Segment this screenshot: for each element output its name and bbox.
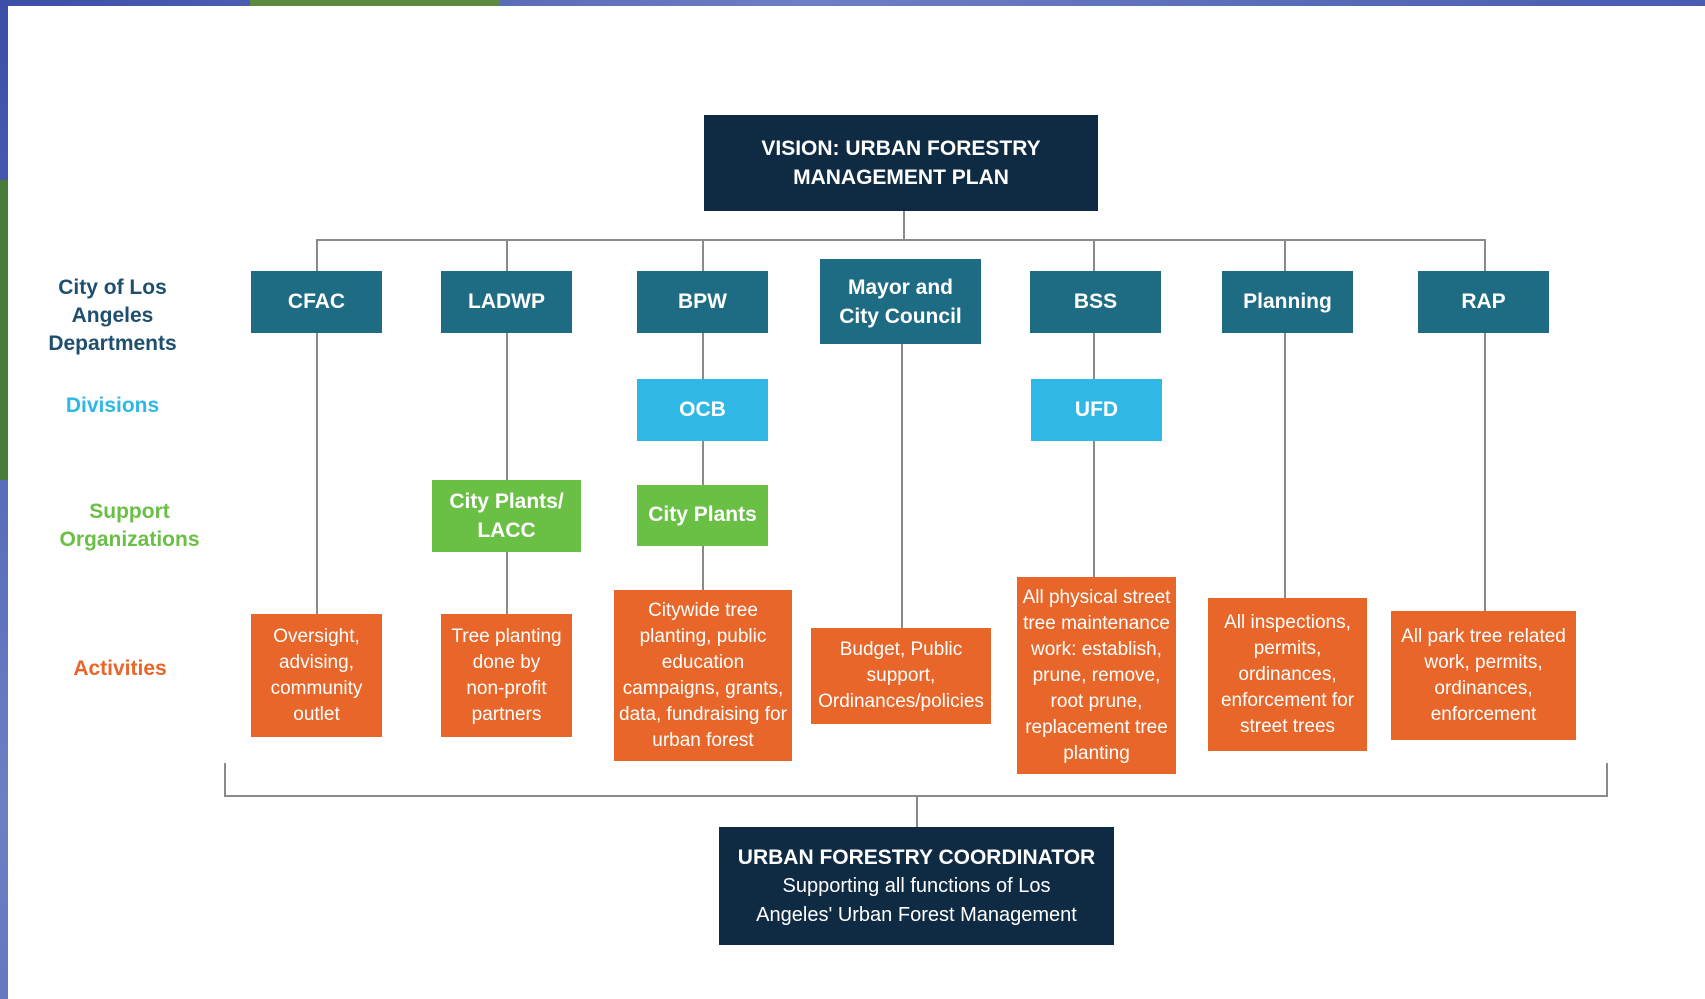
connector-cfac-top [316, 239, 318, 271]
activity-rap: All park tree related work, permits, ord… [1391, 611, 1576, 740]
connector-mayor-down [901, 344, 903, 628]
coordinator-title: URBAN FORESTRY COORDINATOR [737, 845, 1096, 869]
department-bpw-label: BPW [678, 289, 727, 313]
activity-bpw-text: Citywide tree planting, public education… [619, 599, 787, 751]
connector-bss-down [1093, 333, 1095, 379]
department-cfac: CFAC [251, 271, 382, 333]
department-cfac-label: CFAC [287, 289, 346, 313]
row-label-support: Support Organizations [59, 500, 200, 551]
vision-title: VISION: URBAN FORESTRY MANAGEMENT PLAN [761, 137, 1041, 189]
connector-planning-top [1284, 239, 1286, 271]
connector-ocb-down [702, 441, 704, 485]
connector-rap-top [1484, 239, 1486, 271]
row-label-divisions: Divisions [65, 394, 160, 417]
support-city-plants-label: City Plants [648, 503, 757, 527]
row-label-departments: City of Los Angeles Departments [48, 276, 177, 355]
connector-ladwp-down [506, 333, 508, 480]
connector-bottom-left-tick [224, 763, 226, 797]
support-city-plants-lacc: City Plants/ LACC [432, 480, 581, 552]
department-mayor-label: Mayor and City Council [839, 275, 962, 328]
support-city-plants-lacc-label: City Plants/ LACC [449, 490, 564, 542]
department-rap-label: RAP [1461, 289, 1506, 313]
connector-ladwp-support-down [506, 552, 508, 614]
department-ladwp-label: LADWP [468, 289, 545, 313]
vision-box: VISION: URBAN FORESTRY MANAGEMENT PLAN [704, 115, 1098, 211]
division-ufd: UFD [1031, 379, 1162, 441]
division-ocb: OCB [637, 379, 768, 441]
activity-mayor-text: Budget, Public support, Ordinances/polic… [818, 639, 984, 712]
department-bss: BSS [1030, 271, 1161, 333]
row-label-activities: Activities [73, 657, 167, 680]
connector-ufd-down [1093, 441, 1095, 577]
connector-top-bus [316, 239, 1486, 241]
department-planning-label: Planning [1243, 289, 1332, 313]
division-ocb-label: OCB [679, 397, 726, 421]
activity-cfac-text: Oversight, advising, community outlet [270, 625, 363, 725]
connector-bpw-top [702, 239, 704, 271]
coordinator-box: URBAN FORESTRY COORDINATOR Supporting al… [719, 827, 1114, 945]
activity-cfac: Oversight, advising, community outlet [251, 614, 382, 737]
background-foliage-left [0, 180, 8, 480]
activity-mayor: Budget, Public support, Ordinances/polic… [811, 628, 991, 724]
connector-ladwp-top [506, 239, 508, 271]
activity-rap-text: All park tree related work, permits, ord… [1401, 625, 1566, 725]
activity-ladwp: Tree planting done by non-profit partner… [441, 614, 572, 737]
department-bpw: BPW [637, 271, 768, 333]
connector-cfac-down [316, 333, 318, 614]
department-mayor: Mayor and City Council [820, 259, 981, 344]
activity-bss: All physical street tree maintenance wor… [1017, 577, 1176, 774]
department-planning: Planning [1222, 271, 1353, 333]
connector-rap-down [1484, 333, 1486, 611]
connector-bss-top [1093, 239, 1095, 271]
support-city-plants: City Plants [637, 485, 768, 546]
activity-planning-text: All inspections, permits, ordinances, en… [1220, 611, 1355, 737]
department-bss-label: BSS [1073, 289, 1118, 313]
connector-bpw-down [702, 333, 704, 379]
coordinator-subtitle: Supporting all functions of Los Angeles'… [756, 874, 1077, 926]
connector-planning-down [1284, 333, 1286, 598]
department-ladwp: LADWP [441, 271, 572, 333]
connector-coordinator-up [916, 795, 918, 827]
activity-bss-text: All physical street tree maintenance wor… [1022, 586, 1171, 764]
division-ufd-label: UFD [1074, 397, 1119, 421]
connector-bottom-right-tick [1606, 763, 1608, 797]
activity-planning: All inspections, permits, ordinances, en… [1208, 598, 1367, 751]
connector-vision-down [903, 211, 905, 241]
department-rap: RAP [1418, 271, 1549, 333]
connector-cityplants-down [702, 546, 704, 590]
activity-ladwp-text: Tree planting done by non-profit partner… [451, 625, 562, 725]
activity-bpw: Citywide tree planting, public education… [614, 590, 792, 761]
background-foliage-top [250, 0, 500, 6]
